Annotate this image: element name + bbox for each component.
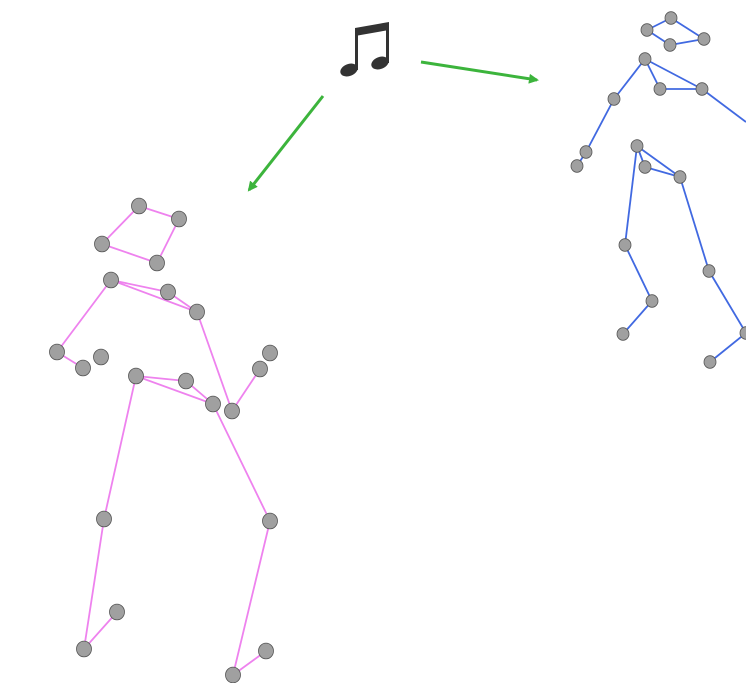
skeleton-blue-joint xyxy=(630,139,644,153)
skeleton-pink-joint xyxy=(262,344,278,362)
skeleton-blue-joint xyxy=(618,238,632,252)
note-beam xyxy=(355,22,389,36)
skeleton-pink-bone xyxy=(212,403,271,522)
skeleton-blue xyxy=(570,11,746,369)
skeleton-pink-joint xyxy=(128,367,144,385)
skeleton-pink-bone xyxy=(135,375,187,382)
skeleton-pink-joint xyxy=(76,640,92,658)
skeleton-blue-joint xyxy=(695,82,709,96)
skeleton-blue-joint xyxy=(638,52,652,66)
note-head-right xyxy=(371,56,389,70)
skeleton-blue-bone xyxy=(585,98,615,153)
skeleton-pink-joint xyxy=(171,210,187,228)
skeleton-pink-joint xyxy=(149,254,165,272)
skeleton-blue-bone xyxy=(644,58,703,90)
skeleton-pink-bone xyxy=(101,205,140,245)
skeleton-blue-joint xyxy=(640,23,654,37)
skeleton-blue-joint xyxy=(673,170,687,184)
skeleton-pink xyxy=(49,197,278,683)
skeleton-pink-bone xyxy=(110,279,169,293)
skeleton-blue-bone xyxy=(624,244,653,302)
skeleton-blue-bone xyxy=(679,176,710,272)
skeleton-pink-joint xyxy=(94,235,110,253)
skeleton-blue-joint xyxy=(570,159,584,173)
skeleton-blue-joint xyxy=(697,32,711,46)
skeleton-pink-bone xyxy=(196,311,233,412)
arrow-to-blue-skeleton xyxy=(420,60,539,84)
skeleton-pink-bone xyxy=(103,375,137,520)
skeleton-pink-joint xyxy=(205,395,221,413)
skeleton-pink-bone xyxy=(56,279,112,353)
skeleton-blue-joint xyxy=(702,264,716,278)
skeleton-pink-bone xyxy=(231,368,261,412)
note-head-left xyxy=(340,63,358,77)
note-stem-right xyxy=(386,23,389,63)
skeleton-blue-joint xyxy=(663,38,677,52)
skeleton-pink-bone xyxy=(135,375,214,405)
skeleton-pink-joint xyxy=(224,402,240,420)
skeleton-blue-joint xyxy=(607,92,621,106)
skeleton-pink-joint xyxy=(75,359,91,377)
skeleton-blue-joint xyxy=(616,327,630,341)
skeleton-pink-joint xyxy=(103,271,119,289)
skeleton-pink-joint xyxy=(225,666,241,683)
skeleton-pink-bone xyxy=(110,279,198,313)
skeleton-pink-joint xyxy=(160,283,176,301)
skeleton-blue-joint xyxy=(703,355,717,369)
skeleton-blue-bone xyxy=(622,300,653,335)
skeleton-blue-joint xyxy=(739,326,746,340)
skeleton-pink-joint xyxy=(178,372,194,390)
skeleton-blue-joint xyxy=(664,11,678,25)
skeleton-blue-bone xyxy=(708,270,746,334)
skeleton-blue-bone xyxy=(624,145,638,246)
skeleton-pink-joint xyxy=(252,360,268,378)
arrow-to-pink-skeleton xyxy=(247,95,325,192)
skeleton-blue-joint xyxy=(579,145,593,159)
note-stem-left xyxy=(355,30,358,70)
skeleton-pink-bone xyxy=(83,611,118,650)
beamed-eighth-notes-icon xyxy=(340,22,389,77)
skeleton-pink-bone xyxy=(83,518,105,650)
skeleton-blue-joint xyxy=(653,82,667,96)
skeleton-pink-joint xyxy=(109,603,125,621)
skeleton-pink-bone xyxy=(101,243,158,264)
skeleton-pink-bone xyxy=(232,520,271,676)
skeleton-blue-bone xyxy=(670,17,705,40)
skeleton-blue-bone xyxy=(636,145,681,178)
skeleton-pink-joint xyxy=(49,343,65,361)
skeleton-pink-joint xyxy=(258,642,274,660)
skeleton-pink-joint xyxy=(262,512,278,530)
skeleton-blue-bone xyxy=(613,58,646,100)
skeleton-blue-bone xyxy=(709,332,746,363)
skeleton-pink-joint xyxy=(96,510,112,528)
skeleton-pink-joint xyxy=(93,348,109,366)
skeleton-pink-joint xyxy=(189,303,205,321)
skeleton-blue-joint xyxy=(645,294,659,308)
skeleton-blue-joint xyxy=(638,160,652,174)
skeleton-blue-bone xyxy=(701,88,746,123)
skeleton-pink-joint xyxy=(131,197,147,215)
